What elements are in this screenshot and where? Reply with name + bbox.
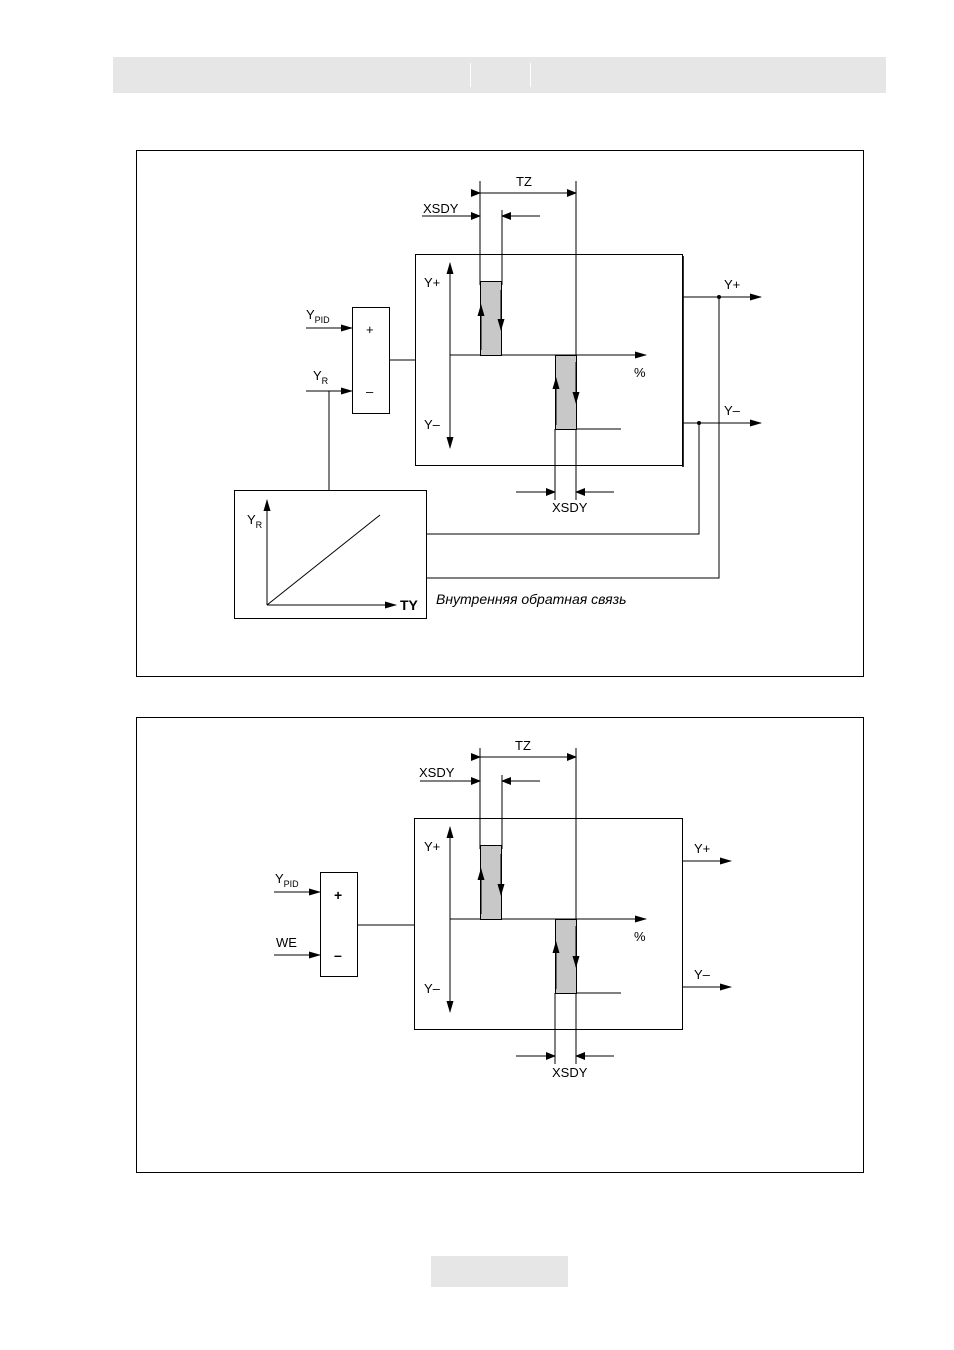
d2-axis-y-minus-label: Y– — [424, 981, 441, 996]
d1-output-y-plus-label: Y+ — [724, 277, 740, 292]
d2-output-y-plus-label: Y+ — [694, 841, 710, 856]
d2-input-we-label: WE — [276, 935, 297, 950]
d2-sum-minus: – — [334, 947, 342, 963]
d1-xsdy-top-label: XSDY — [423, 201, 459, 216]
d1-feedback-line-y-minus — [427, 423, 699, 534]
d1-ramp-line — [267, 515, 380, 605]
d1-hysteresis-upper — [481, 282, 502, 356]
d1-ramp-yr-label: YR — [247, 512, 263, 530]
d2-relay-box — [415, 819, 683, 1030]
d1-output-y-minus-label: Y– — [724, 403, 741, 418]
d1-xsdy-bottom-label: XSDY — [552, 500, 588, 515]
d2-hysteresis-lower — [556, 920, 577, 994]
d2-output-y-minus-label: Y– — [694, 967, 711, 982]
d2-hysteresis-upper — [481, 846, 502, 920]
d1-input-yr-label: YR — [313, 368, 329, 386]
d2-axis-y-plus-label: Y+ — [424, 839, 440, 854]
d2-input-ypid-label: YPID — [275, 871, 299, 889]
d1-axis-y-minus-label: Y– — [424, 417, 441, 432]
d2-tz-label: TZ — [515, 738, 531, 753]
d2-xsdy-bottom-label: XSDY — [552, 1065, 588, 1080]
d1-ramp-ty-label: TY — [400, 597, 419, 613]
d2-sum-plus: + — [334, 887, 342, 903]
d1-hysteresis-lower — [556, 356, 577, 430]
d2-percent-label: % — [634, 929, 646, 944]
d1-relay-box — [416, 255, 683, 466]
diagram-2-frame — [137, 718, 864, 1173]
d1-tz-label: TZ — [516, 174, 532, 189]
d1-feedback-line-y-plus — [427, 297, 719, 578]
d1-feedback-caption: Внутренняя обратная связь — [436, 591, 626, 607]
diagram-2: TZ XSDY Y+ Y– % XSDY Y+ — [137, 718, 864, 1173]
diagram-1: TZ XSDY Y+ Y– % XSDY Y+ — [137, 151, 864, 677]
d1-input-ypid-label: YPID — [306, 307, 330, 325]
d2-xsdy-top-label: XSDY — [419, 765, 455, 780]
d1-sum-minus: – — [366, 384, 374, 399]
d1-sum-plus: + — [366, 322, 374, 337]
d1-percent-label: % — [634, 365, 646, 380]
d1-axis-y-plus-label: Y+ — [424, 275, 440, 290]
